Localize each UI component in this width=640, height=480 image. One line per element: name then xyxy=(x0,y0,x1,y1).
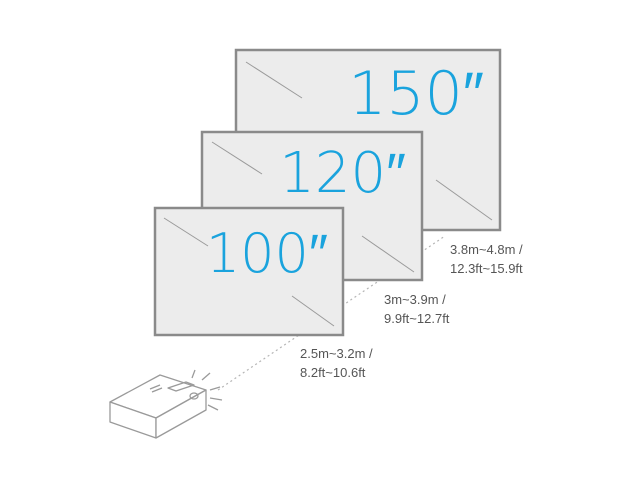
screen-150-size-label: 150″ xyxy=(348,59,484,129)
distance-120-metric: 3m~3.9m / xyxy=(384,292,446,307)
screen-120-size-label: 120″ xyxy=(279,141,406,206)
distance-150-metric: 3.8m~4.8m / xyxy=(450,242,523,257)
distance-100-metric: 2.5m~3.2m / xyxy=(300,346,373,361)
projector-icon xyxy=(109,369,223,439)
screen-120-glare-bottom xyxy=(361,235,415,273)
screen-100: 100″ xyxy=(153,206,345,337)
distance-150-imperial: 12.3ft~15.9ft xyxy=(450,261,523,276)
screen-100-frame xyxy=(153,206,345,337)
screen-100-glare-bottom xyxy=(291,295,335,327)
screen-100-glare-top xyxy=(163,217,209,247)
screen-100-size-label: 100″ xyxy=(206,222,328,285)
screen-120-glare-top xyxy=(211,141,263,175)
screen-150-glare-top xyxy=(245,61,303,99)
distance-100-imperial: 8.2ft~10.6ft xyxy=(300,365,366,380)
distance-120-imperial: 9.9ft~12.7ft xyxy=(384,311,450,326)
projection-beam-line xyxy=(217,235,446,391)
screen-150-glare-bottom xyxy=(435,179,493,221)
